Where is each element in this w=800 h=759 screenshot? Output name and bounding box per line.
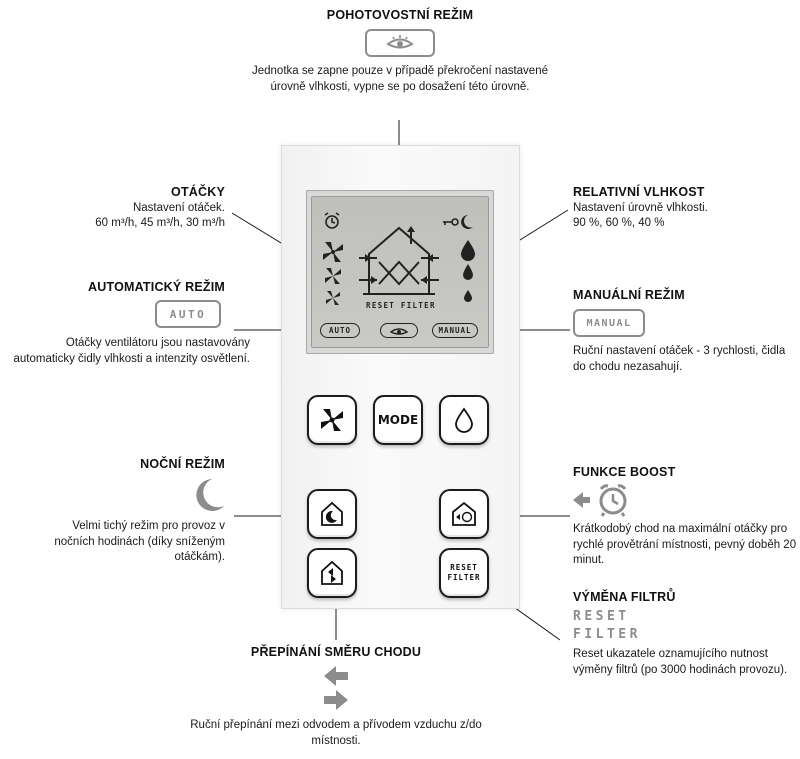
fan-icon — [321, 409, 343, 431]
lcd-key-icon — [443, 218, 459, 226]
reset-filter-button-label: RESET FILTER — [447, 563, 480, 583]
manual-badge: MANUAL — [573, 309, 645, 337]
lcd-alarm-icon — [324, 212, 340, 229]
reset-filter-button[interactable]: RESET FILTER — [439, 548, 489, 598]
night-description: Velmi tichý režim pro provoz v nočních h… — [54, 520, 225, 563]
night-mode-button[interactable] — [307, 489, 357, 539]
eye-icon — [386, 35, 414, 49]
house-moon-icon — [321, 501, 343, 526]
manual-title: MANUÁLNÍ REŽIM — [573, 288, 685, 302]
moon-icon — [196, 479, 224, 511]
lcd-drop-large-icon — [461, 240, 475, 261]
auto-title: AUTOMATICKÝ REŽIM — [88, 280, 225, 294]
lcd-manual-text: MANUAL — [438, 326, 472, 335]
filter-title: VÝMĚNA FILTRŮ — [573, 590, 676, 604]
house-clock-icon — [452, 501, 476, 526]
direction-description: Ruční přepínání mezi odvodem a přívodem … — [190, 719, 482, 747]
boost-description: Krátkodobý chod na maximální otáčky pro … — [573, 523, 797, 566]
boost-title: FUNKCE BOOST — [573, 465, 676, 479]
lcd-reset-filter: RESET FILTER — [366, 301, 436, 310]
speed-title: OTÁČKY — [171, 185, 225, 199]
standby-badge — [365, 29, 435, 57]
mode-button-label: MODE — [377, 413, 419, 427]
boost-button[interactable] — [439, 489, 489, 539]
lcd-auto-pill: AUTO — [320, 323, 360, 338]
humidity-title: RELATIVNÍ VLHKOST — [573, 185, 705, 199]
standby-title: POHOTOVOSTNÍ REŽIM — [326, 8, 474, 22]
lcd-drop-medium-icon — [463, 264, 473, 280]
direction-button[interactable] — [307, 548, 357, 598]
lcd-moon-icon — [461, 215, 473, 229]
manual-description: Ruční nastavení otáček - 3 rychlosti, či… — [573, 345, 786, 373]
humidity-line2: 90 %, 60 %, 40 % — [573, 217, 665, 229]
mode-button[interactable]: MODE — [373, 395, 423, 445]
auto-description: Otáčky ventilátoru jsou nastavovány auto… — [13, 337, 251, 365]
filter-badge-line1: RESET — [573, 609, 630, 624]
alarm-clock-icon — [573, 484, 627, 517]
lcd-auto-text: AUTO — [328, 326, 352, 335]
reset-filter-line1: RESET — [450, 563, 478, 572]
lcd-graphics — [323, 212, 475, 305]
lcd-fan-medium-icon — [325, 268, 341, 284]
filter-description: Reset ukazatele oznamujícího nutnost vým… — [573, 648, 788, 676]
humidity-button[interactable] — [439, 395, 489, 445]
standby-description: Jednotka se zapne pouze v případě překro… — [251, 65, 548, 93]
direction-title: PŘEPÍNÁNÍ SMĚRU CHODU — [250, 645, 422, 659]
lcd-house-icon — [359, 226, 439, 295]
humidity-line1: Nastavení úrovně vlhkosti. — [573, 202, 708, 214]
lcd-drop-small-icon — [464, 290, 472, 302]
direction-arrows-icon — [324, 666, 348, 710]
fan-button[interactable] — [307, 395, 357, 445]
lcd-manual-pill: MANUAL — [432, 323, 478, 338]
lcd-eye-icon — [390, 327, 408, 335]
filter-badge-line2: FILTER — [573, 627, 641, 642]
lcd-standby-pill — [380, 323, 418, 338]
speed-line2: 60 m³/h, 45 m³/h, 30 m³/h — [95, 217, 225, 229]
reset-filter-line2: FILTER — [447, 573, 481, 582]
auto-badge: AUTO — [155, 300, 221, 328]
auto-badge-text: AUTO — [169, 307, 207, 321]
manual-badge-text: MANUAL — [586, 317, 632, 329]
drop-icon — [455, 407, 473, 433]
lcd-fan-large-icon — [323, 242, 343, 262]
speed-line1: Nastavení otáček. — [132, 202, 225, 214]
night-title: NOČNÍ REŽIM — [140, 457, 225, 471]
house-arrows-icon — [321, 560, 343, 585]
lcd-fan-small-icon — [326, 291, 340, 305]
